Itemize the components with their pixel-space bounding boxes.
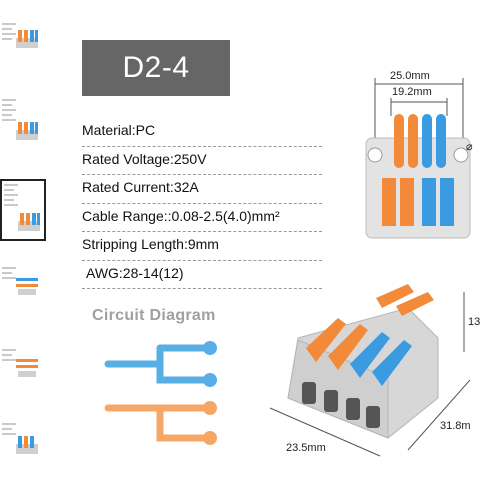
lever-orange-2 — [408, 114, 418, 168]
connector-thumb-icon — [16, 122, 38, 140]
dim-length: 23.5mm — [286, 442, 326, 454]
dim-width-inner: 19.2mm — [392, 86, 432, 98]
dim-width-outer: 25.0mm — [390, 70, 430, 82]
thumbnail-5[interactable] — [0, 346, 46, 404]
lever-blue-1 — [422, 114, 432, 168]
thumbnail-2[interactable] — [0, 96, 46, 154]
circuit-orange-line — [104, 404, 212, 442]
thumbnail-6[interactable] — [0, 420, 46, 478]
circuit-blue-line — [104, 344, 212, 384]
spec-stripping-length: Stripping Length:9mm — [82, 232, 322, 261]
spec-cable-range: Cable Range::0.08-2.5(4.0)mm² — [82, 204, 322, 232]
spec-rated-voltage: Rated Voltage:250V — [82, 147, 322, 175]
circuit-orange-node — [203, 401, 217, 415]
circuit-thumb-icon — [16, 278, 38, 295]
lever-iso-orange-2 — [328, 324, 368, 370]
circuit-diagram-title: Circuit Diagram — [92, 307, 216, 324]
connector-iso-view — [269, 284, 471, 457]
connector-thumb-icon — [16, 436, 38, 454]
connector-thumb-icon — [16, 30, 38, 48]
clamp-blue-2 — [440, 178, 454, 226]
mount-hole-left — [367, 147, 383, 163]
connector-top-view — [365, 78, 471, 239]
wire-port-3 — [346, 398, 360, 420]
thumbnail-1[interactable] — [0, 20, 46, 78]
spec-list: Material:PC Rated Voltage:250V Rated Cur… — [82, 118, 322, 289]
spec-rated-current: Rated Current:32A — [82, 175, 322, 204]
spec-material: Material:PC — [82, 118, 322, 147]
clamp-orange-1 — [382, 178, 396, 226]
circuit-blue-node — [203, 341, 217, 355]
wire-port-2 — [324, 390, 338, 412]
circuit-blue-node — [203, 373, 217, 387]
circuit-orange-node — [203, 431, 217, 445]
spec-awg: AWG:28-14(12) — [82, 261, 322, 289]
lever-iso-blue-2 — [372, 340, 412, 386]
dim-height: 13 — [468, 316, 480, 328]
lever-iso-blue-1 — [350, 332, 390, 378]
lever-iso-orange-1 — [306, 318, 346, 362]
dim-hole: ⌀ — [466, 141, 473, 153]
model-title: D2-4 — [122, 51, 190, 84]
lever-orange-1 — [394, 114, 404, 168]
thumbnail-strip — [0, 0, 52, 478]
mount-hole-right — [453, 147, 469, 163]
thumbnail-3-active[interactable] — [0, 179, 46, 241]
clamp-orange-2 — [400, 178, 414, 226]
connector-thumb-icon — [18, 213, 40, 231]
lever-back-orange — [376, 284, 414, 308]
circuit-diagram — [104, 341, 217, 445]
thumbnail-4[interactable] — [0, 264, 46, 322]
wire-port-4 — [366, 406, 380, 428]
dim-depth: 31.8m — [440, 420, 471, 432]
circuit-thumb-icon — [16, 359, 38, 377]
model-title-box: D2-4 — [82, 40, 230, 96]
wire-port-1 — [302, 382, 316, 404]
clamp-blue-1 — [422, 178, 436, 226]
lever-back-orange-2 — [396, 292, 434, 316]
lever-blue-2 — [436, 114, 446, 168]
